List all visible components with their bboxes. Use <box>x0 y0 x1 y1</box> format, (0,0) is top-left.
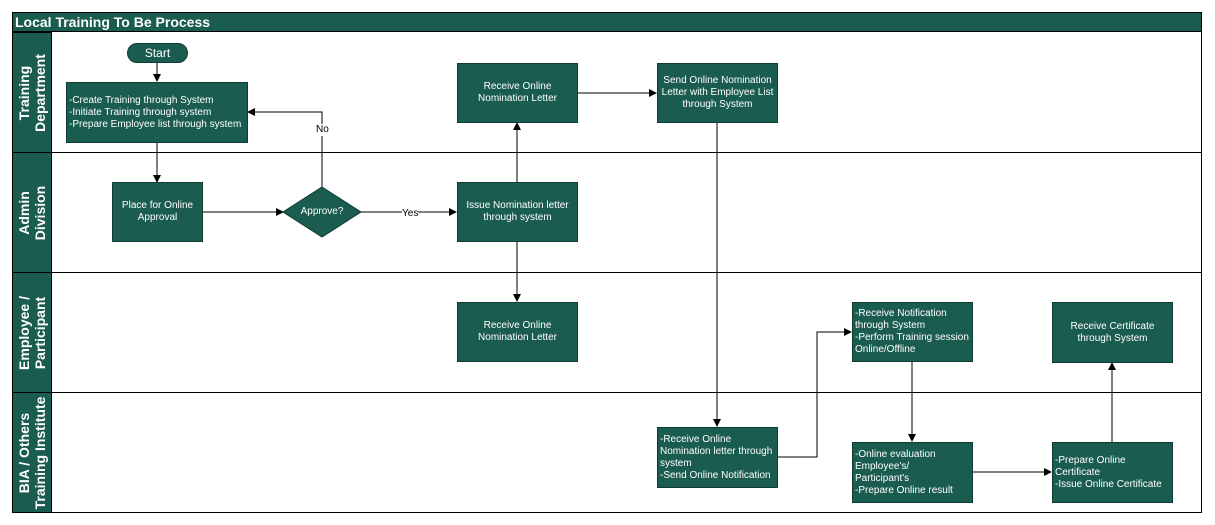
receive-online-nomination-bia-text: -Receive Online Nomination letter throug… <box>660 433 773 481</box>
lane-divider <box>52 272 1202 273</box>
receive-notification-text: -Receive Notification through System -Pe… <box>855 308 969 355</box>
lane-label-bia-training-institute: BIA / Others Training Institute <box>12 392 52 513</box>
receive-online-nomination-emp-text: Receive Online Nomination Letter <box>478 320 557 343</box>
edge-label-no: No <box>316 124 329 136</box>
issue-nomination-box: Issue Nomination letter through system <box>457 182 578 242</box>
lane-divider <box>52 152 1202 153</box>
place-online-approval-text: Place for Online Approval <box>121 200 194 223</box>
lane-label-training-department: Training Department <box>12 32 52 153</box>
connector-bia-to-notification <box>777 328 852 458</box>
lane-label-admin-division: Admin Division <box>12 152 52 273</box>
diagram-title: Local Training To Be Process <box>15 14 211 30</box>
approve-diamond <box>282 186 362 238</box>
create-training-text: -Create Training through System -Initiat… <box>69 94 242 130</box>
lane-divider <box>52 392 1202 393</box>
approve-label: Approve? <box>300 206 344 217</box>
receive-online-nomination-td-text: Receive Online Nomination Letter <box>478 81 557 104</box>
place-online-approval-box: Place for Online Approval <box>112 182 203 242</box>
issue-nomination-text: Issue Nomination letter through system <box>466 200 569 223</box>
prepare-certificate-text: -Prepare Online Certificate -Issue Onlin… <box>1055 454 1162 490</box>
send-online-nomination-box: Send Online Nomination Letter with Emplo… <box>657 63 778 123</box>
receive-certificate-box: Receive Certificate through System <box>1052 302 1173 363</box>
send-online-nomination-text: Send Online Nomination Letter with Emplo… <box>661 75 774 110</box>
online-evaluation-box: -Online evaluation Employee's/ Participa… <box>852 442 973 503</box>
start-node: Start <box>127 43 188 63</box>
prepare-certificate-box: -Prepare Online Certificate -Issue Onlin… <box>1052 442 1173 503</box>
title-bar: Local Training To Be Process <box>12 12 1202 32</box>
receive-online-nomination-bia-box: -Receive Online Nomination letter throug… <box>657 427 778 488</box>
receive-online-nomination-td-box: Receive Online Nomination Letter <box>457 63 578 123</box>
lane-label-employee-participant: Employee / Participant <box>12 272 52 393</box>
online-evaluation-text: -Online evaluation Employee's/ Participa… <box>855 448 953 496</box>
connector-approve-no <box>247 108 323 187</box>
receive-online-nomination-emp-box: Receive Online Nomination Letter <box>457 302 578 362</box>
receive-certificate-text: Receive Certificate through System <box>1070 320 1155 344</box>
receive-notification-box: -Receive Notification through System -Pe… <box>852 302 973 362</box>
create-training-box: -Create Training through System -Initiat… <box>66 82 248 143</box>
edge-label-yes: Yes <box>402 208 419 220</box>
